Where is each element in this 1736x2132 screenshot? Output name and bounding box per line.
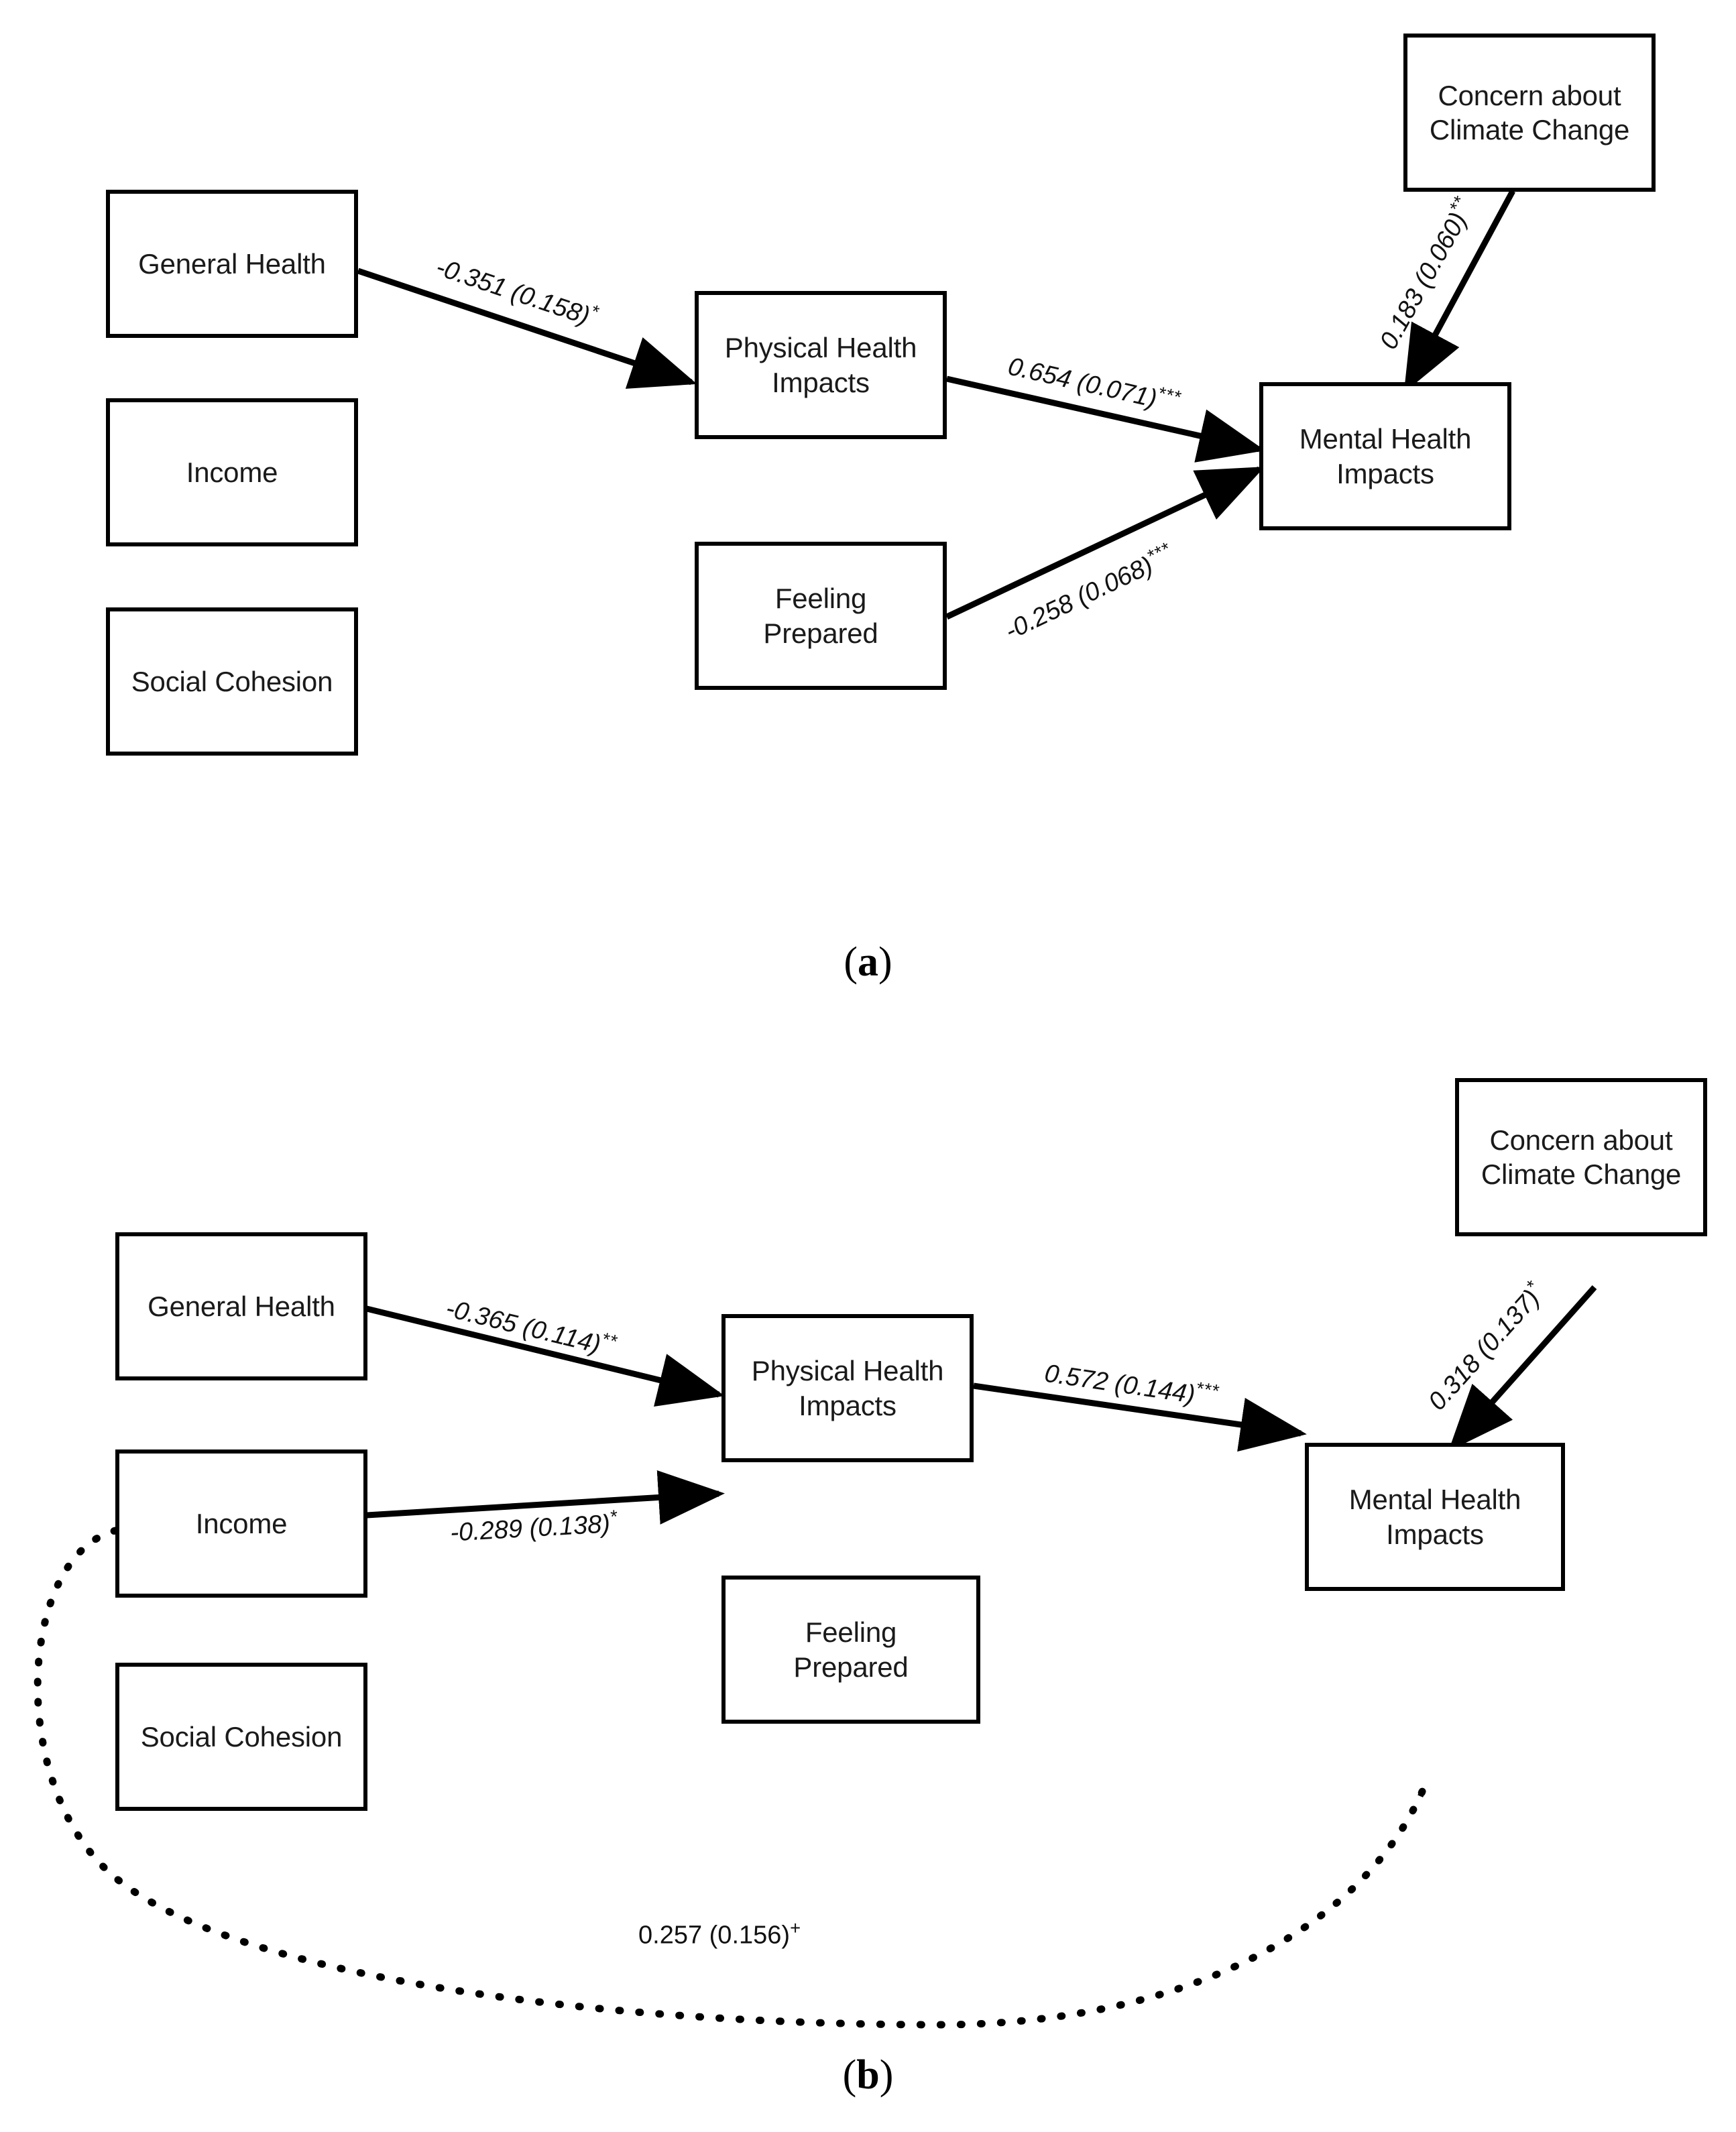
node-concern-about-climate-change[interactable]: Concern about Climate Change <box>1455 1078 1707 1236</box>
node-label: Physical Health Impacts <box>724 332 917 398</box>
edge-label-stars: + <box>790 1917 802 1938</box>
node-mental-health-impacts[interactable]: Mental Health Impacts <box>1305 1443 1565 1591</box>
node-label: Physical Health Impacts <box>751 1355 944 1421</box>
caption-paren-close: ) <box>879 2052 894 2098</box>
node-physical-health-impacts[interactable]: Physical Health Impacts <box>695 291 947 439</box>
edge-label-stars: *** <box>1194 1377 1221 1402</box>
node-label: Mental Health Impacts <box>1348 1484 1521 1550</box>
panel-a-caption: (a) <box>0 939 1736 986</box>
edge-line-concern-to-mental-health <box>1448 1285 1597 1452</box>
node-label: Feeling Prepared <box>763 583 878 649</box>
node-social-cohesion[interactable]: Social Cohesion <box>115 1663 367 1811</box>
edge-line-general-health-to-physical-health <box>365 1305 725 1407</box>
edge-path-income-to-mental-health-dotted <box>34 1527 1427 2029</box>
caption-paren-open: ( <box>844 939 858 985</box>
panel-b-caption: (b) <box>0 2052 1736 2099</box>
panel-a-edges <box>357 189 1515 620</box>
edge-line-social-cohesion-to-feeling-prepared <box>366 1470 725 1525</box>
edge-label-text: 0.257 (0.156) <box>638 1921 791 1950</box>
node-feeling-prepared[interactable]: Feeling Prepared <box>721 1576 980 1724</box>
node-income[interactable]: Income <box>115 1449 367 1598</box>
edge-line-general-health-to-physical-health <box>357 268 697 389</box>
panel-b: General Health Income Social Cohesion Ph… <box>0 1046 1736 2132</box>
edge-label-stars: * <box>609 1506 618 1527</box>
node-label: Mental Health Impacts <box>1299 423 1472 489</box>
node-mental-health-impacts[interactable]: Mental Health Impacts <box>1259 382 1511 530</box>
edge-label-stars: *** <box>1155 382 1183 408</box>
node-label: Income <box>186 456 278 488</box>
edge-line-physical-health-to-mental-health <box>946 375 1265 463</box>
node-social-cohesion[interactable]: Social Cohesion <box>106 607 358 756</box>
caption-letter: b <box>856 2052 880 2098</box>
node-income[interactable]: Income <box>106 398 358 546</box>
edge-line-concern-to-mental-health <box>1403 189 1515 393</box>
node-label: Social Cohesion <box>131 665 333 697</box>
edge-line-feeling-prepared-to-mental-health <box>945 466 1265 620</box>
node-label: General Health <box>138 247 326 280</box>
node-feeling-prepared[interactable]: Feeling Prepared <box>695 542 947 690</box>
panel-a: General Health Income Social Cohesion Ph… <box>0 0 1736 1046</box>
node-label: Feeling Prepared <box>793 1616 909 1683</box>
node-physical-health-impacts[interactable]: Physical Health Impacts <box>721 1314 974 1462</box>
node-general-health[interactable]: General Health <box>115 1232 367 1380</box>
node-label: Concern about Climate Change <box>1481 1124 1682 1190</box>
caption-paren-close: ) <box>878 939 892 985</box>
caption-paren-open: ( <box>842 2052 857 2098</box>
node-label: Social Cohesion <box>140 1720 343 1753</box>
node-general-health[interactable]: General Health <box>106 190 358 338</box>
caption-letter: a <box>858 939 878 985</box>
node-label: General Health <box>148 1290 335 1322</box>
node-label: Concern about Climate Change <box>1429 79 1630 145</box>
node-concern-about-climate-change[interactable]: Concern about Climate Change <box>1403 34 1656 192</box>
node-label: Income <box>195 1507 288 1539</box>
panel-b-edges <box>34 1285 1597 2029</box>
edge-label-income-to-mental-health: 0.257 (0.156)+ <box>638 1917 801 1950</box>
edge-line-physical-health-to-mental-health <box>973 1382 1307 1452</box>
